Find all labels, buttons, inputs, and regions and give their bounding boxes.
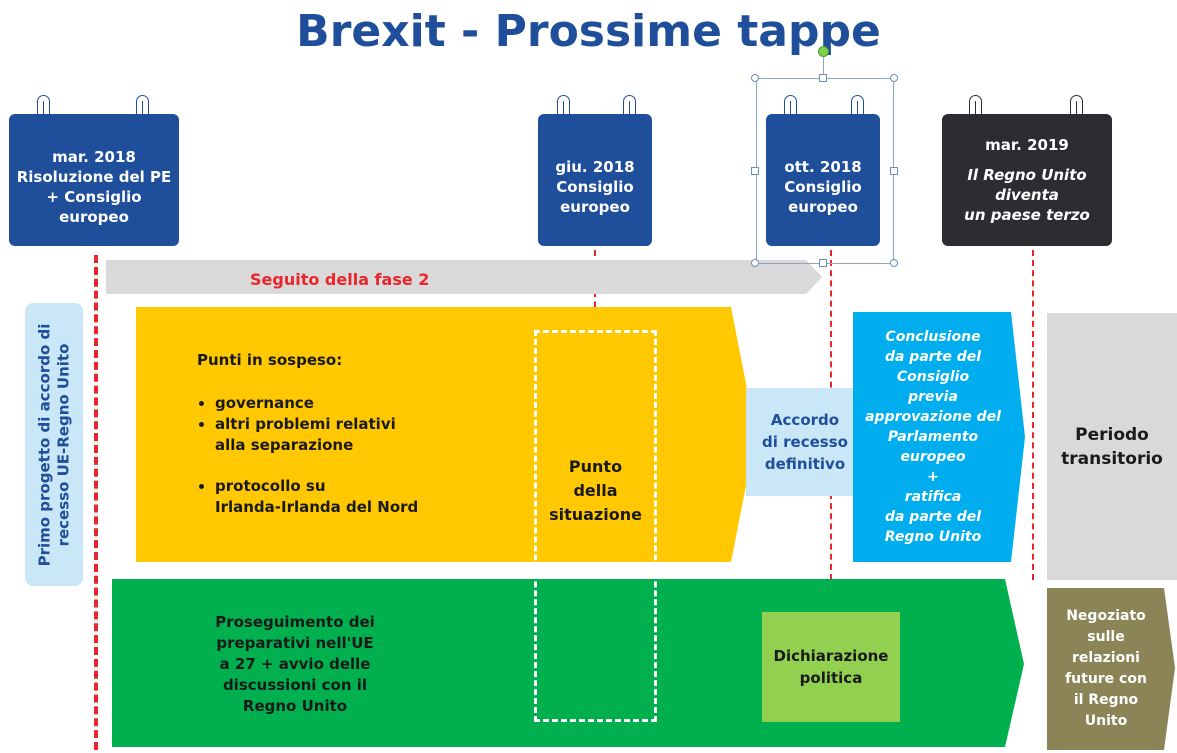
calendar-ring-icon [38, 96, 49, 128]
withdrawal-agreement-box: Accordo di recesso definitivo [746, 388, 864, 496]
resize-handle-icon[interactable] [751, 74, 759, 82]
resize-handle-icon[interactable] [751, 167, 759, 175]
calendar-event: Risoluzione del PE [16, 168, 172, 186]
resize-handle-icon[interactable] [890, 259, 898, 267]
timeline-marker-mar2019 [1032, 250, 1034, 580]
calendar-ring-icon [558, 96, 569, 128]
preparations-text: Proseguimento dei preparativi nell'UE a … [215, 613, 375, 715]
selection-frame[interactable] [756, 78, 894, 264]
negotiation-text: Negoziato sulle relazioni future con il … [1065, 608, 1147, 729]
calendar-event: europeo [560, 198, 630, 216]
status-review-box [534, 330, 657, 722]
calendar-event: europeo [59, 208, 129, 226]
resize-handle-icon[interactable] [819, 259, 827, 267]
calendar-date: mar. 2019 [985, 136, 1069, 154]
status-review-label: Punto della situazione [549, 457, 642, 524]
calendar-event: Il Regno Unito [967, 166, 1087, 184]
calendar-mar2018: mar. 2018 Risoluzione del PE + Consiglio… [9, 114, 179, 246]
pending-issues-text: Punti in sospeso: governance altri probl… [197, 350, 527, 518]
conclusion-text: Conclusione da parte del Consiglio previ… [865, 329, 1001, 545]
calendar-ring-icon [624, 96, 635, 128]
calendar-ring-icon [785, 96, 796, 128]
pending-issues-arrow [136, 307, 756, 562]
calendar-ott2018[interactable]: ott. 2018 Consiglio europeo [766, 114, 880, 246]
page-title: Brexit - Prossime tappe [296, 6, 881, 57]
resize-handle-icon[interactable] [751, 259, 759, 267]
calendar-ring-icon [137, 96, 148, 128]
negotiation-arrow [1047, 588, 1175, 750]
calendar-date: giu. 2018 [555, 158, 635, 176]
rotation-stem [823, 55, 824, 79]
calendar-giu2018: giu. 2018 Consiglio europeo [538, 114, 652, 246]
draft-agreement-label: Primo progetto di accordo di recesso UE-… [35, 323, 73, 567]
calendar-date: ott. 2018 [784, 158, 862, 176]
resize-handle-icon[interactable] [890, 167, 898, 175]
phase2-arrow [106, 260, 822, 294]
rotate-handle-icon[interactable] [818, 46, 829, 57]
calendar-event: Consiglio [556, 178, 634, 196]
conclusion-arrow [853, 312, 1025, 562]
resize-handle-icon[interactable] [890, 74, 898, 82]
calendar-date: mar. 2018 [52, 148, 136, 166]
transition-period-box: Periodo transitorio [1047, 313, 1177, 580]
timeline-marker-mar2018 [94, 255, 98, 750]
calendar-mar2019: mar. 2019 Il Regno Unito diventa un paes… [942, 114, 1112, 246]
calendar-ring-icon [1071, 96, 1082, 128]
resize-handle-icon[interactable] [819, 74, 827, 82]
calendar-ring-icon [852, 96, 863, 128]
calendar-event: europeo [788, 198, 858, 216]
pending-issue-item: governance [215, 393, 527, 414]
calendar-event: diventa [995, 186, 1059, 204]
calendar-ring-icon [970, 96, 981, 128]
calendar-event: + Consiglio [46, 188, 142, 206]
political-declaration-box: Dichiarazione politica [762, 612, 900, 722]
calendar-event: Consiglio [784, 178, 862, 196]
calendar-event: un paese terzo [964, 206, 1090, 224]
pending-issues-heading: Punti in sospeso: [197, 351, 343, 369]
draft-agreement-box [25, 303, 83, 586]
phase2-label: Seguito della fase 2 [250, 270, 430, 289]
